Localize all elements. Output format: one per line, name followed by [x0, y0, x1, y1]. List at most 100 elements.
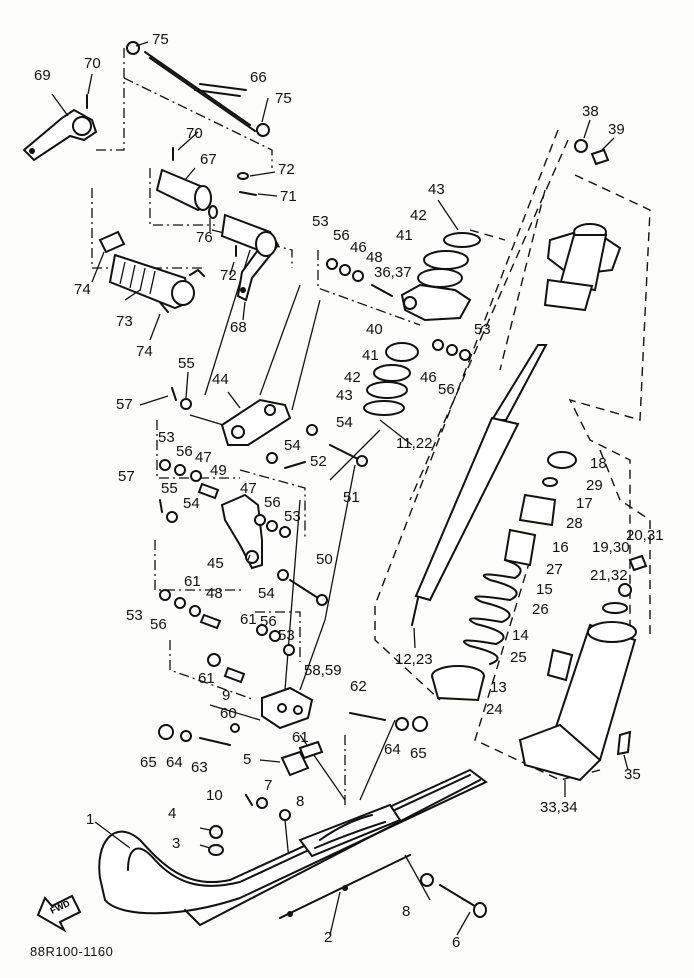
callout-28: 28 — [566, 515, 583, 532]
callout-67: 67 — [200, 151, 217, 168]
callout-58-59: 58,59 — [304, 662, 342, 679]
callout-7: 7 — [264, 777, 273, 794]
callout-63: 63 — [191, 759, 208, 776]
callout-53: 53 — [278, 627, 295, 644]
callout-6: 6 — [452, 934, 461, 951]
callout-74: 74 — [74, 281, 91, 298]
callout-54: 54 — [336, 414, 353, 431]
callout-75: 75 — [152, 31, 169, 48]
callout-1: 1 — [86, 811, 95, 828]
callout-44: 44 — [212, 371, 229, 388]
callout-36-37: 36,37 — [374, 264, 412, 281]
callout-47: 47 — [240, 480, 257, 497]
callout-11-22: 11,22 — [396, 435, 433, 452]
callout-3: 3 — [172, 835, 181, 852]
callout-4: 4 — [168, 805, 177, 822]
callout-72: 72 — [220, 267, 237, 284]
callout-41: 41 — [396, 227, 413, 244]
callout-25: 25 — [510, 649, 527, 666]
callout-64: 64 — [166, 754, 183, 771]
callout-72: 72 — [278, 161, 295, 178]
callout-55: 55 — [161, 480, 178, 497]
callout-56: 56 — [176, 443, 193, 460]
callout-9: 9 — [222, 687, 231, 704]
callout-56: 56 — [150, 616, 167, 633]
callout-53: 53 — [126, 607, 143, 624]
callout-57: 57 — [118, 468, 135, 485]
callout-20-31: 20,31 — [626, 527, 664, 544]
callout-56: 56 — [260, 613, 277, 630]
callout-19-30: 19,30 — [592, 539, 630, 556]
callout-40: 40 — [366, 321, 383, 338]
callout-73: 73 — [116, 313, 133, 330]
callout-65: 65 — [410, 745, 427, 762]
callout-70: 70 — [84, 55, 101, 72]
callout-51: 51 — [343, 489, 360, 506]
callout-17: 17 — [576, 495, 593, 512]
diagram-code: 88R100-1160 — [30, 944, 114, 959]
callout-66: 66 — [250, 69, 267, 86]
callout-leaders — [51, 41, 629, 936]
callout-61: 61 — [198, 670, 215, 687]
callout-5: 5 — [243, 751, 252, 768]
callout-64: 64 — [384, 741, 401, 758]
callout-13: 13 — [490, 679, 507, 696]
callout-42: 42 — [410, 207, 427, 224]
callout-54: 54 — [284, 437, 301, 454]
callout-54: 54 — [258, 585, 275, 602]
callout-18: 18 — [590, 455, 607, 472]
ski-assembly: FWD — [36, 716, 488, 933]
callout-61: 61 — [240, 611, 257, 628]
callout-24: 24 — [486, 701, 503, 718]
callout-33-34: 33,34 — [540, 799, 578, 816]
callout-53: 53 — [312, 213, 329, 230]
callout-49: 49 — [210, 462, 227, 479]
callout-10: 10 — [206, 787, 223, 804]
callout-15: 15 — [536, 581, 553, 598]
callout-53: 53 — [474, 321, 491, 338]
callout-43: 43 — [428, 181, 445, 198]
callout-2: 2 — [324, 929, 333, 946]
callout-16: 16 — [552, 539, 569, 556]
callout-56: 56 — [333, 227, 350, 244]
callout-75: 75 — [275, 90, 292, 107]
callout-29: 29 — [586, 477, 603, 494]
callout-53: 53 — [158, 429, 175, 446]
callout-45: 45 — [207, 555, 224, 572]
callout-21-32: 21,32 — [590, 567, 628, 584]
callout-52: 52 — [310, 453, 327, 470]
callout-14: 14 — [512, 627, 529, 644]
callout-56: 56 — [264, 494, 281, 511]
callout-60: 60 — [220, 705, 237, 722]
spindle-linkage-parts — [159, 387, 386, 760]
callout-46: 46 — [420, 369, 437, 386]
callout-48: 48 — [366, 249, 383, 266]
callout-55: 55 — [178, 355, 195, 372]
callout-50: 50 — [316, 551, 333, 568]
callout-39: 39 — [608, 121, 625, 138]
callout-68: 68 — [230, 319, 247, 336]
callout-62: 62 — [350, 678, 367, 695]
callout-61: 61 — [292, 729, 309, 746]
callout-38: 38 — [582, 103, 599, 120]
callout-26: 26 — [532, 601, 549, 618]
shock-absorber-parts — [326, 139, 648, 782]
callout-8: 8 — [296, 793, 305, 810]
callout-35: 35 — [624, 766, 641, 783]
callout-8: 8 — [402, 903, 411, 920]
callout-47: 47 — [195, 449, 212, 466]
callout-43: 43 — [336, 387, 353, 404]
callout-71: 71 — [280, 188, 297, 205]
upper-linkage-parts — [22, 41, 280, 313]
callout-65: 65 — [140, 754, 157, 771]
callout-27: 27 — [546, 561, 563, 578]
callout-74: 74 — [136, 343, 153, 360]
callout-57: 57 — [116, 396, 133, 413]
callout-76: 76 — [196, 229, 213, 246]
callout-70: 70 — [186, 125, 203, 142]
callout-48: 48 — [206, 585, 223, 602]
callout-69: 69 — [34, 67, 51, 84]
callout-53: 53 — [284, 508, 301, 525]
